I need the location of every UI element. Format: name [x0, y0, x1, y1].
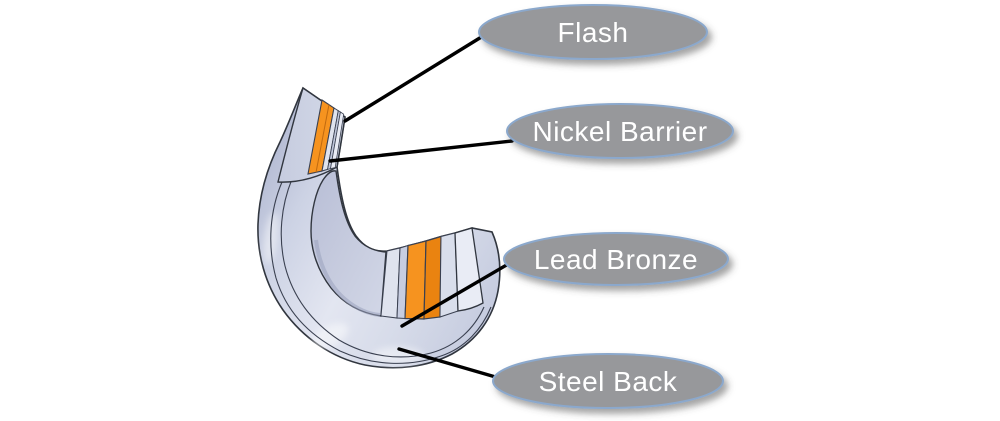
callout-ellipse: [503, 232, 729, 286]
leader-lines: [328, 34, 514, 380]
callout-flash: Flash: [478, 4, 708, 60]
callout-ellipse: [506, 103, 734, 159]
leader-line-steel-back: [397, 347, 501, 380]
callout-ellipse: [492, 353, 724, 409]
flash-stripe-top: [329, 111, 345, 170]
right-end-face: [380, 227, 484, 320]
leader-line-nickel-barrier: [328, 139, 514, 163]
callout-label-nickel-barrier: Nickel Barrier: [532, 116, 707, 147]
highlight-sheen: [311, 323, 349, 349]
callout-label-steel-back: Steel Back: [539, 366, 678, 397]
bearing-illustration: [257, 86, 501, 369]
callout-steel-back: Steel Back: [492, 353, 724, 409]
top-end-face: [277, 86, 346, 183]
callout-nickel-barrier: Nickel Barrier: [506, 103, 734, 159]
leader-line-flash: [343, 34, 485, 123]
callout-label-flash: Flash: [558, 17, 629, 48]
lead-bronze-facet-divider: [315, 104, 330, 173]
layer-boundary-arc: [280, 178, 485, 358]
bore-inner-shadow: [314, 239, 381, 317]
callout-label-lead-bronze: Lead Bronze: [534, 244, 698, 275]
callout-ellipse: [478, 4, 708, 60]
leader-line-lead-bronze: [400, 261, 512, 328]
lead-bronze-stripe-right-a: [404, 240, 427, 320]
callout-lead-bronze: Lead Bronze: [503, 232, 729, 286]
layer-boundary-arc: [270, 181, 492, 364]
